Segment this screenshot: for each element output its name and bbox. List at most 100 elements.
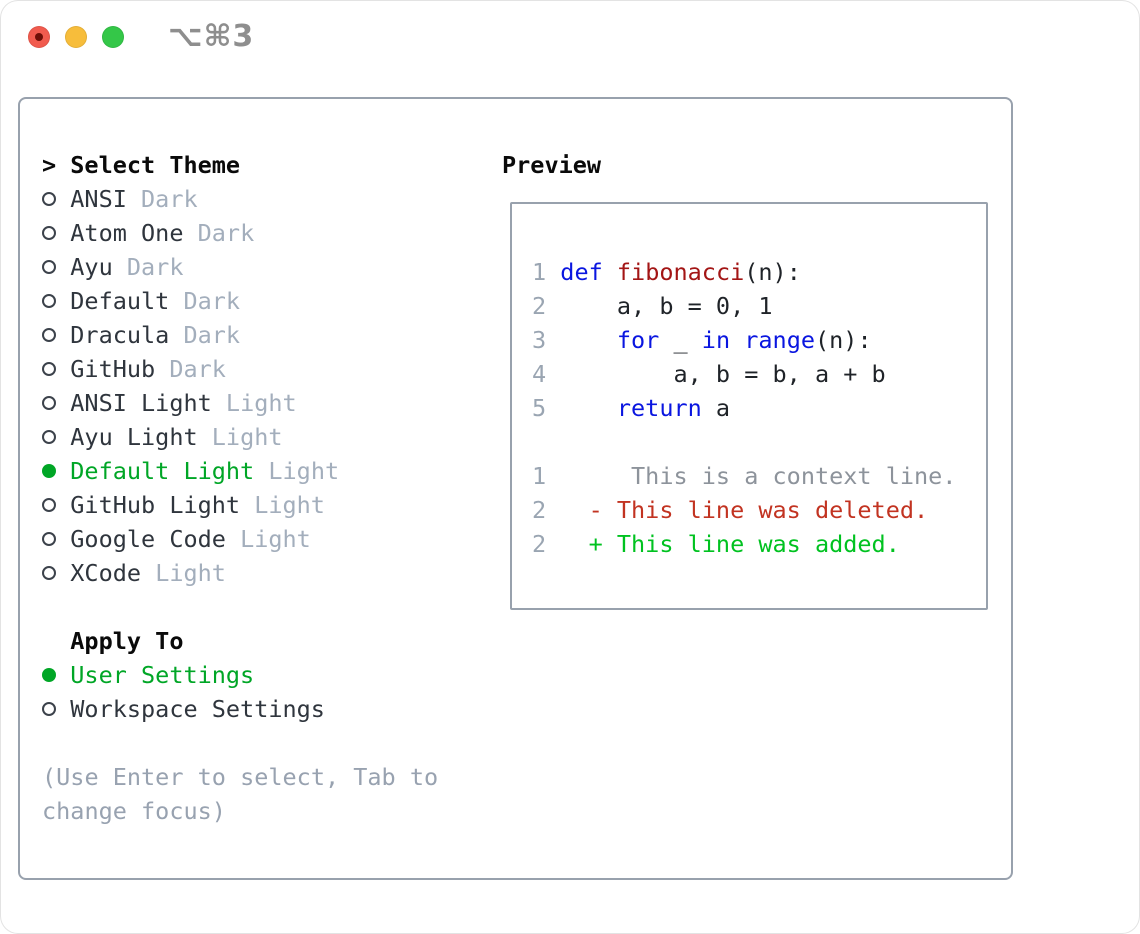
code-segment-kw: def: [560, 258, 603, 286]
radio-icon: [42, 284, 70, 318]
code-segment-ctx: This is a context line.: [560, 462, 957, 490]
gap: [42, 726, 488, 760]
zoom-button-icon[interactable]: [102, 26, 124, 48]
theme-option-xcode[interactable]: XCode Light: [42, 556, 488, 590]
code-segment-p: [603, 258, 617, 286]
option-label: Google Code: [70, 525, 226, 553]
theme-variant-label: Light: [155, 559, 226, 587]
line-number: 2: [532, 530, 547, 558]
line-number: 3: [532, 326, 547, 354]
code-segment-kw: return: [616, 394, 702, 422]
theme-option-ansi[interactable]: ANSI Dark: [42, 182, 488, 216]
theme-option-atom-one[interactable]: Atom One Dark: [42, 216, 488, 250]
code-segment-p: a, b = b, a + b: [560, 360, 886, 388]
code-line: [532, 425, 956, 459]
theme-option-ayu[interactable]: Ayu Dark: [42, 250, 488, 284]
theme-option-github-light[interactable]: GitHub Light Light: [42, 488, 488, 522]
code-segment-p: (n):: [815, 326, 872, 354]
code-segment-p: [560, 394, 617, 422]
option-label: Dracula: [70, 321, 170, 349]
theme-variant-label: Dark: [197, 219, 255, 247]
line-number: 2: [532, 292, 547, 320]
gap: [42, 590, 488, 624]
selected-radio-icon: [42, 658, 70, 692]
select-theme-header: Select Theme: [70, 151, 241, 179]
theme-option-ansi-light[interactable]: ANSI Light Light: [42, 386, 488, 420]
help-text: (Use Enter to select, Tab to change focu…: [42, 763, 439, 825]
radio-circle-icon: [42, 497, 56, 512]
theme-variant-label: Dark: [183, 321, 241, 349]
apply-to-header: Apply To: [70, 627, 184, 655]
traffic-lights: [28, 26, 124, 48]
theme-option-default-light[interactable]: Default Light Light: [42, 454, 488, 488]
theme-variant-label: Light: [240, 525, 311, 553]
radio-circle-icon: [42, 327, 56, 342]
code-line: 2 - This line was deleted.: [532, 493, 956, 527]
code-line: 2 a, b = 0, 1: [532, 289, 956, 323]
select-theme-header-row: > Select Theme: [42, 148, 488, 182]
radio-icon: [42, 386, 70, 420]
theme-variant-label: Light: [225, 389, 297, 417]
option-label: GitHub Light: [70, 491, 241, 519]
code-segment-del: - This line was deleted.: [588, 496, 929, 524]
line-number: 4: [532, 360, 547, 388]
option-label: Atom One: [70, 219, 184, 247]
radio-circle-icon: [42, 429, 56, 444]
radio-circle-icon: [42, 667, 56, 682]
apply-option-workspace-settings[interactable]: Workspace Settings: [42, 692, 488, 726]
code-segment-p: [560, 496, 588, 524]
code-segment-kw: in: [701, 326, 731, 354]
code-segment-kw: range: [744, 326, 815, 354]
theme-option-ayu-light[interactable]: Ayu Light Light: [42, 420, 488, 454]
line-number: 5: [532, 394, 547, 422]
code-segment-p: [560, 326, 617, 354]
radio-icon: [42, 692, 70, 726]
radio-circle-icon: [42, 395, 56, 410]
code-segment-kw: for: [616, 326, 660, 354]
radio-icon: [42, 318, 70, 352]
code-line: 2 + This line was added.: [532, 527, 956, 561]
code-line: 1 def fibonacci(n):: [532, 255, 956, 289]
apply-option-user-settings[interactable]: User Settings: [42, 658, 488, 692]
preview-header: Preview: [502, 151, 602, 179]
radio-circle-icon: [42, 701, 56, 716]
radio-circle-icon: [42, 225, 56, 240]
window-title: ⌥⌘3: [168, 19, 255, 54]
theme-variant-label: Dark: [141, 185, 198, 213]
code-line: 5 return a: [532, 391, 956, 425]
focus-caret-icon: >: [42, 151, 57, 179]
radio-circle-icon: [42, 259, 56, 274]
radio-circle-icon: [42, 293, 56, 308]
radio-icon: [42, 250, 70, 284]
theme-variant-label: Dark: [169, 355, 226, 383]
option-label: User Settings: [70, 661, 255, 689]
radio-icon: [42, 556, 70, 590]
minimize-button-icon[interactable]: [65, 26, 87, 48]
radio-icon: [42, 182, 70, 216]
selected-radio-icon: [42, 454, 70, 488]
line-number: 2: [532, 496, 547, 524]
code-segment-p: a, b = 0, 1: [560, 292, 773, 320]
option-label: Workspace Settings: [70, 695, 325, 723]
theme-option-google-code[interactable]: Google Code Light: [42, 522, 488, 556]
theme-option-github[interactable]: GitHub Dark: [42, 352, 488, 386]
theme-variant-label: Dark: [126, 253, 184, 281]
radio-circle-icon: [42, 531, 56, 546]
apply-to-header-row: Apply To: [42, 624, 488, 658]
theme-option-dracula[interactable]: Dracula Dark: [42, 318, 488, 352]
option-label: Ayu Light: [70, 423, 198, 451]
option-label: XCode: [70, 559, 142, 587]
code-segment-p: [560, 530, 588, 558]
code-segment-p: (n):: [744, 258, 801, 286]
radio-circle-icon: [42, 565, 56, 580]
theme-option-default[interactable]: Default Dark: [42, 284, 488, 318]
code-line: 1 This is a context line.: [532, 459, 956, 493]
close-button-icon[interactable]: [28, 26, 50, 48]
